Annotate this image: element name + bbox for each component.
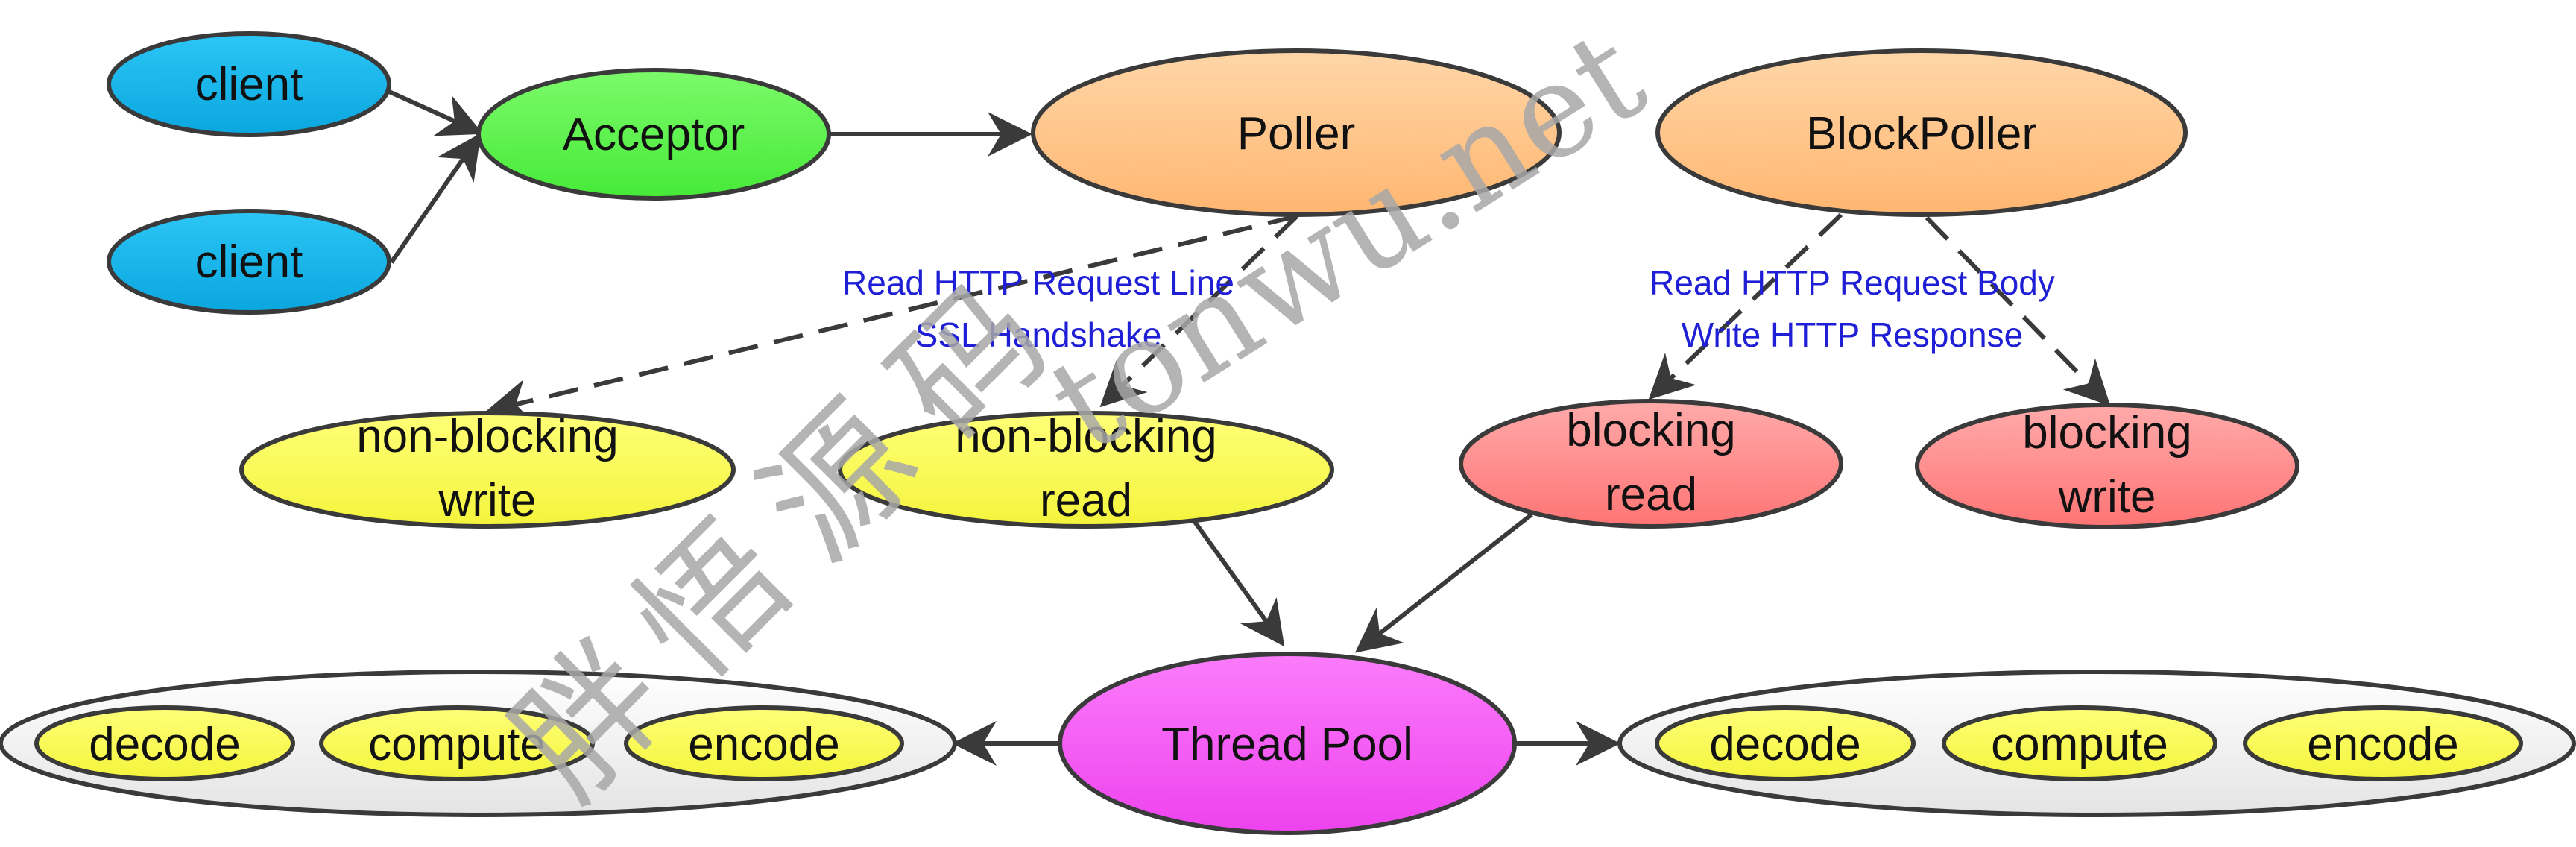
node-block-poller: BlockPoller	[1655, 48, 2188, 217]
node-blocking-write-line2: write	[2058, 471, 2156, 523]
node-thread-pool: Thread Pool	[1058, 652, 1517, 835]
right-decode: decode	[1655, 705, 1916, 781]
node-thread-pool-label: Thread Pool	[1161, 719, 1413, 770]
node-poller: Poller	[1031, 48, 1562, 217]
node-client-2-label: client	[195, 236, 303, 288]
node-blocking-read: blocking read	[1459, 399, 1843, 529]
node-nonblocking-write-line2: write	[438, 475, 537, 526]
edges	[386, 89, 2111, 766]
left-compute: compute	[319, 705, 595, 781]
edge-blockpoller-bwrite	[1925, 215, 2111, 406]
node-blocking-write-line1: blocking	[2022, 407, 2191, 459]
edge-client2-acceptor	[389, 133, 482, 264]
edge-client1-acceptor	[386, 89, 484, 136]
node-blocking-read-line2: read	[1605, 469, 1697, 520]
node-client-2: client	[107, 209, 391, 315]
node-nonblocking-write-line1: non-blocking	[356, 411, 619, 462]
edge-blockpoller-bread	[1648, 212, 1843, 400]
node-nonblocking-write: non-blocking write	[239, 411, 736, 529]
node-nonblocking-read-line2: read	[1040, 475, 1132, 526]
poller-ops-label: Read HTTP Request Line SSL Handshake	[842, 263, 1234, 354]
left-decode: decode	[34, 705, 295, 781]
poller-ops-line2: SSL Handshake	[915, 315, 1162, 354]
block-poller-ops-label: Read HTTP Request Body Write HTTP Respon…	[1650, 263, 2055, 354]
right-compute: compute	[1942, 705, 2217, 781]
node-blocking-read-line1: blocking	[1566, 405, 1735, 456]
node-nonblocking-read-line1: non-blocking	[955, 411, 1217, 462]
left-encode: encode	[624, 705, 904, 781]
right-decode-label: decode	[1709, 719, 1860, 770]
left-decode-label: decode	[89, 719, 240, 770]
node-block-poller-label: BlockPoller	[1806, 108, 2037, 160]
left-compute-label: compute	[368, 719, 546, 770]
left-encode-label: encode	[688, 719, 839, 770]
node-blocking-write: blocking write	[1915, 403, 2299, 529]
edge-nbread-threadpool	[1193, 520, 1285, 647]
block-poller-ops-line2: Write HTTP Response	[1682, 315, 2023, 354]
block-poller-ops-line1: Read HTTP Request Body	[1650, 263, 2055, 302]
node-poller-label: Poller	[1237, 108, 1356, 160]
left-worker-group: decode compute encode	[0, 670, 957, 817]
node-client-1-label: client	[195, 59, 303, 110]
edge-bread-threadpool	[1354, 512, 1533, 653]
right-compute-label: compute	[1991, 719, 2168, 770]
right-encode-label: encode	[2307, 719, 2458, 770]
right-worker-group: decode compute encode	[1617, 670, 2576, 817]
node-acceptor-label: Acceptor	[563, 109, 745, 160]
right-encode: encode	[2243, 705, 2523, 781]
node-client-1: client	[107, 31, 391, 137]
node-nonblocking-read: non-blocking read	[838, 411, 1334, 529]
poller-ops-line1: Read HTTP Request Line	[842, 263, 1234, 302]
node-acceptor: Acceptor	[476, 68, 831, 201]
